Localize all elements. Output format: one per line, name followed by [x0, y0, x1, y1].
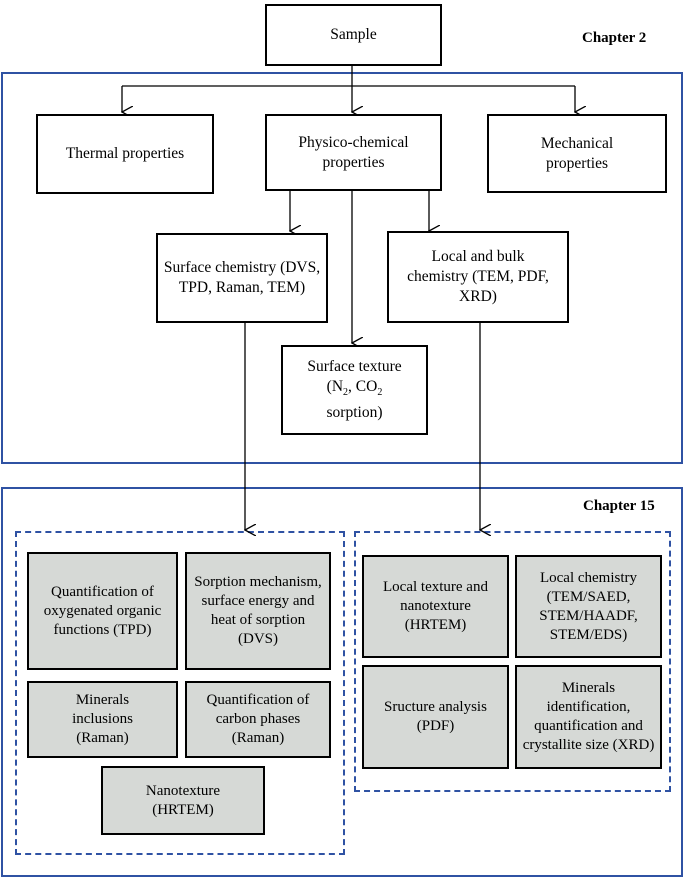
carbon-phases-label: Quantification of carbon phases (Raman) [206, 692, 310, 746]
structure-analysis-label: Sructure analysis (PDF) [384, 699, 487, 734]
local-chemistry-label: Local chemistry (TEM/SAED, STEM/HAADF, S… [539, 569, 638, 643]
sample-box: Sample [265, 4, 442, 66]
local-chemistry-box: Local chemistry (TEM/SAED, STEM/HAADF, S… [515, 555, 662, 658]
oxygenated-functions-box: Quantification of oxygenated organic fun… [27, 552, 178, 670]
surface-chemistry-box: Surface chemistry (DVS, TPD, Raman, TEM) [156, 233, 328, 323]
chapter-2-label: Chapter 2 [582, 30, 647, 46]
local-texture-label: Local texture and nanotexture (HRTEM) [383, 579, 488, 633]
thermal-properties-box: Thermal properties [36, 114, 214, 194]
structure-analysis-box: Sructure analysis (PDF) [362, 665, 509, 769]
thermal-properties-label: Thermal properties [65, 145, 185, 162]
mechanical-properties-box: Mechanical properties [487, 114, 667, 193]
minerals-inclusions-box: Minerals inclusions (Raman) [27, 681, 178, 758]
surface-chemistry-label: Surface chemistry (DVS, TPD, Raman, TEM) [163, 259, 321, 296]
minerals-identification-box: Minerals identification, quantification … [515, 665, 662, 769]
oxygenated-functions-label: Quantification of oxygenated organic fun… [43, 583, 162, 638]
sorption-mechanism-label: Sorption mechanism, surface energy and h… [194, 574, 322, 647]
physico-chemical-label: Physico-chemical properties [298, 133, 409, 171]
chapter-2-frame [1, 72, 683, 464]
local-texture-box: Local texture and nanotexture (HRTEM) [362, 555, 509, 658]
minerals-identification-label: Minerals identification, quantification … [522, 680, 655, 753]
left-dashed-group [15, 531, 345, 855]
nanotexture-label: Nanotexture (HRTEM) [145, 782, 221, 818]
right-dashed-group [354, 531, 671, 792]
chapter-15-frame [1, 487, 683, 877]
mechanical-properties-label: Mechanical properties [540, 134, 614, 172]
surface-texture-label: Surface texture (N2, CO2 sorption) [307, 357, 402, 422]
carbon-phases-box: Quantification of carbon phases (Raman) [185, 681, 331, 758]
nanotexture-box: Nanotexture (HRTEM) [101, 766, 265, 835]
local-bulk-chemistry-box: Local and bulk chemistry (TEM, PDF, XRD) [387, 231, 569, 323]
local-bulk-chemistry-label: Local and bulk chemistry (TEM, PDF, XRD) [407, 248, 549, 305]
chapter-15-label: Chapter 15 [583, 498, 655, 514]
surface-texture-box: Surface texture (N2, CO2 sorption) [281, 345, 428, 435]
physico-chemical-box: Physico-chemical properties [265, 114, 442, 191]
sample-label: Sample [330, 26, 377, 43]
sorption-mechanism-box: Sorption mechanism, surface energy and h… [185, 552, 331, 670]
minerals-inclusions-label: Minerals inclusions (Raman) [72, 692, 133, 746]
